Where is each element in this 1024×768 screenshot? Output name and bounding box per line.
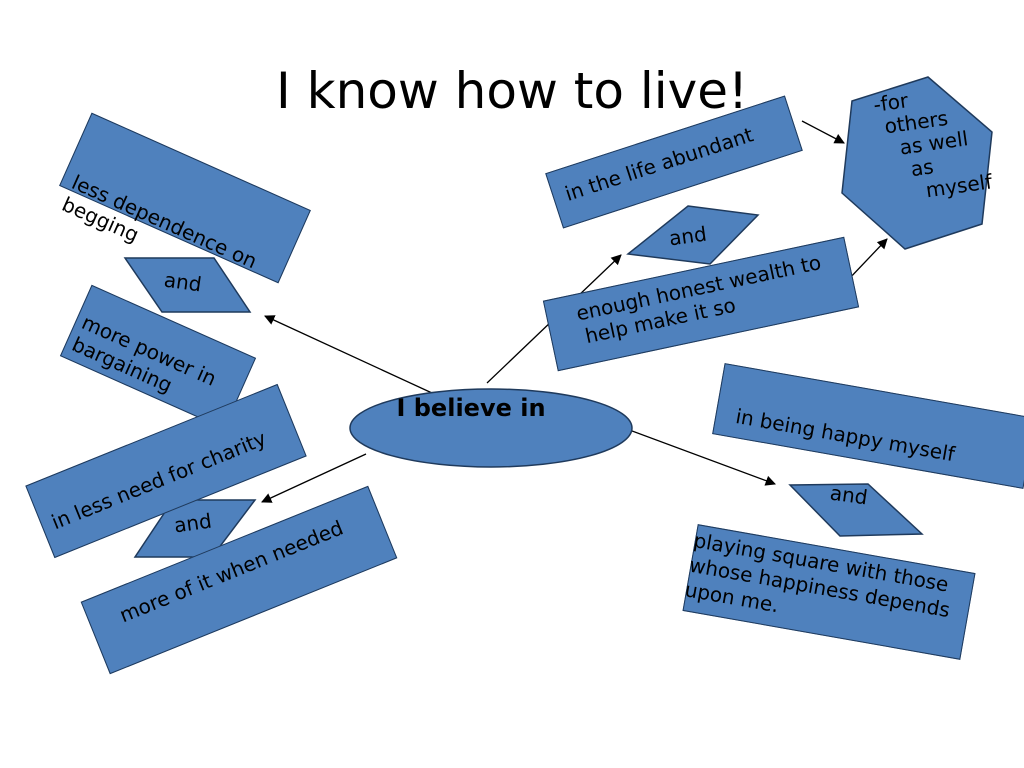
center-ellipse: [349, 388, 633, 468]
hexagon-text: -for others as well as myself: [872, 79, 994, 208]
and-shape-right-lower: [788, 483, 924, 537]
arrow-to-left-upper: [264, 315, 433, 394]
arrow-to-left-lower: [261, 453, 367, 503]
and-label-left-upper: and: [162, 267, 204, 297]
arrow-to-right-lower: [623, 427, 776, 486]
others-hexagon: [841, 76, 993, 250]
and-label-right-lower: and: [828, 480, 870, 510]
arrow-abundant-to-hexagon: [801, 120, 845, 144]
arrow-wealth-to-hexagon: [846, 238, 888, 282]
slide-title: I know how to live!: [276, 62, 748, 120]
and-shape-right-upper: [626, 205, 760, 265]
and-shape-left-upper: [123, 257, 252, 313]
center-label: I believe in: [396, 394, 546, 422]
